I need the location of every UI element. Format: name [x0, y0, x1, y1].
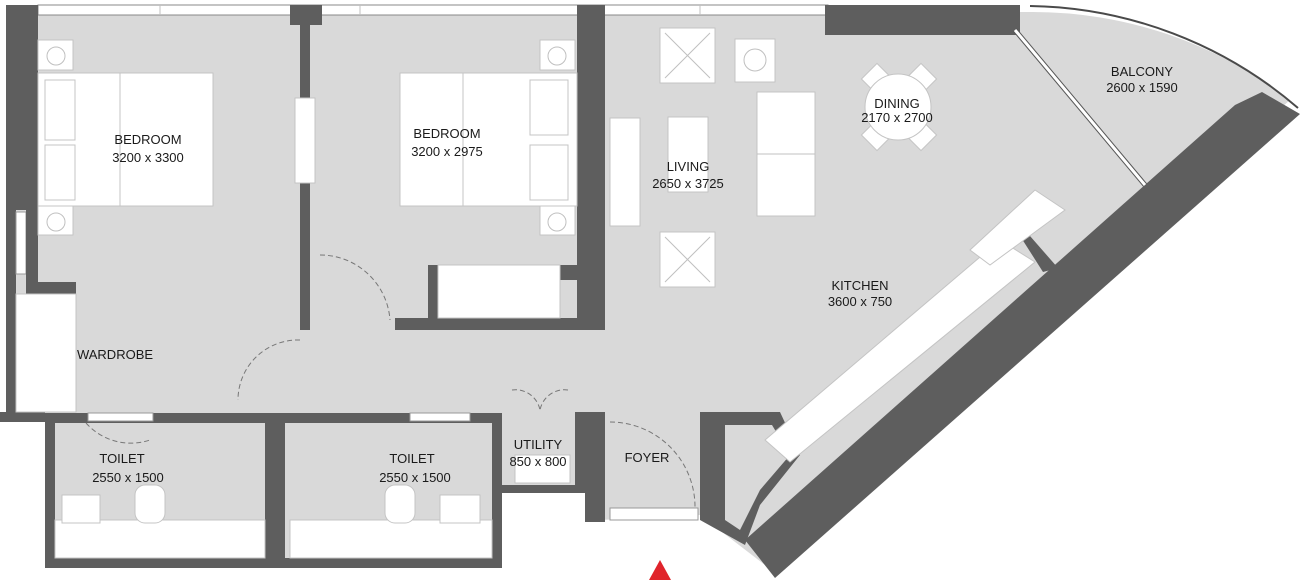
room-bedroom-2: BEDROOM 3200 x 2975 [411, 126, 483, 159]
room-size: 2550 x 1500 [92, 470, 164, 485]
dining-table [860, 62, 938, 152]
room-size: 3200 x 3300 [112, 150, 184, 165]
balcony-railing [1029, 5, 1299, 109]
room-size: 3600 x 750 [828, 294, 892, 309]
room-name: BEDROOM [114, 132, 181, 147]
room-size: 2550 x 1500 [379, 470, 451, 485]
living-furniture [609, 27, 816, 288]
walls [0, 5, 1300, 578]
room-dining: DINING 2170 x 2700 [861, 96, 933, 125]
bed-2 [399, 39, 578, 236]
room-utility: UTILITY 850 x 800 [509, 437, 566, 469]
room-name: TOILET [99, 451, 144, 466]
room-bedroom-1: BEDROOM 3200 x 3300 [112, 132, 184, 165]
room-kitchen: KITCHEN 3600 x 750 [828, 278, 892, 309]
room-toilet-1: TOILET 2550 x 1500 [92, 451, 164, 485]
window-top [37, 4, 829, 16]
bed-1 [37, 39, 214, 236]
room-size: 2600 x 1590 [1106, 80, 1178, 95]
room-foyer: FOYER [625, 450, 670, 465]
room-balcony: BALCONY 2600 x 1590 [1106, 64, 1178, 95]
kitchen-counter [764, 239, 1036, 463]
entrance-marker-icon [649, 560, 671, 580]
room-name: UTILITY [514, 437, 563, 452]
room-name: BEDROOM [413, 126, 480, 141]
room-size: 2650 x 3725 [652, 176, 724, 191]
room-size: 3200 x 2975 [411, 144, 483, 159]
wardrobe-unit [15, 293, 77, 413]
room-size: 2170 x 2700 [861, 110, 933, 125]
room-wardrobe: WARDROBE [77, 347, 153, 362]
room-living: LIVING 2650 x 3725 [652, 159, 724, 191]
room-toilet-2: TOILET 2550 x 1500 [379, 451, 451, 485]
room-name: BALCONY [1111, 64, 1173, 79]
room-name: KITCHEN [831, 278, 888, 293]
room-name: DINING [874, 96, 920, 111]
room-size: 850 x 800 [509, 454, 566, 469]
floor-area [10, 11, 1290, 566]
room-name: LIVING [667, 159, 710, 174]
room-name: TOILET [389, 451, 434, 466]
